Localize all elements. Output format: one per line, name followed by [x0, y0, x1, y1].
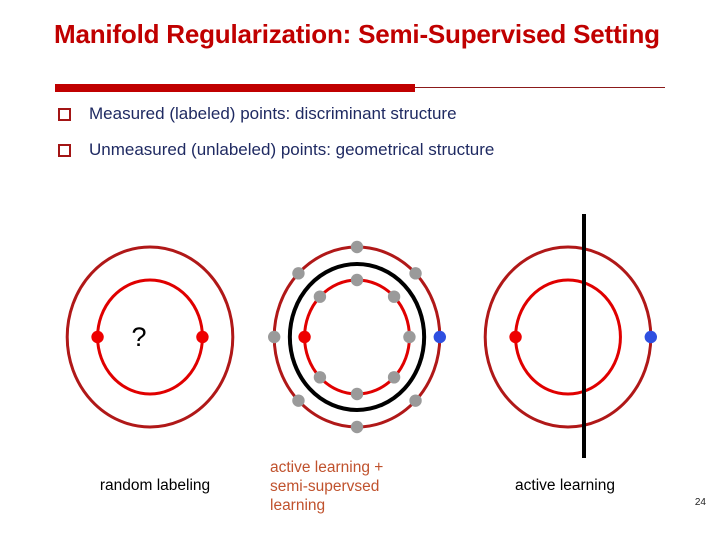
data-point-labeled-blue: [644, 330, 657, 344]
data-point-unlabeled-gray: [403, 330, 416, 344]
data-point-unlabeled-gray: [268, 330, 281, 344]
caption-line-3: learning: [270, 497, 326, 514]
panel-active-learning: [483, 214, 657, 458]
data-point-labeled-red: [196, 330, 209, 344]
page-title: Manifold Regularization: Semi-Supervised…: [54, 19, 660, 49]
data-point-unlabeled-gray: [350, 273, 364, 287]
data-point-unlabeled-gray: [350, 420, 364, 434]
panel-active-learning-plus-semi-supervised: [268, 240, 446, 434]
list-item: Unmeasured (unlabeled) points: geometric…: [58, 139, 698, 163]
page-number: 24: [694, 497, 706, 508]
data-point-unlabeled-gray: [292, 267, 305, 280]
data-point-unlabeled-gray: [387, 371, 401, 384]
data-point-unlabeled-gray: [313, 290, 327, 303]
caption-random-labeling: random labeling: [99, 477, 211, 494]
figure-area: ?: [0, 190, 720, 540]
ring-decision-boundary-black: [287, 262, 427, 412]
bullet-list: Measured (labeled) points: discriminant …: [58, 103, 698, 175]
data-point-labeled-red: [509, 330, 522, 344]
ring-inner-ring: [514, 278, 622, 396]
caption-line-1: active learning +: [270, 459, 384, 476]
data-point-unlabeled-gray: [313, 371, 327, 384]
data-point-labeled-blue: [433, 330, 446, 344]
data-point-unlabeled-gray: [387, 290, 401, 303]
square-outline-icon: [58, 144, 71, 157]
caption-line-2: semi-supervsed: [270, 478, 380, 495]
data-point-unlabeled-gray: [292, 394, 305, 407]
square-outline-icon: [58, 108, 71, 121]
ring-outer-ring: [65, 245, 235, 429]
list-item: Measured (labeled) points: discriminant …: [58, 103, 698, 127]
data-point-unlabeled-gray: [409, 267, 422, 280]
data-point-unlabeled-gray: [350, 387, 364, 401]
question-mark-label: ?: [131, 322, 146, 352]
manifold-diagram-svg: ?: [65, 214, 657, 458]
title-divider: [55, 84, 665, 93]
data-point-unlabeled-gray: [350, 240, 364, 254]
caption-active-learning: active learning: [515, 477, 615, 494]
panel-random-labeling: ?: [65, 245, 235, 429]
ring-inner-ring: [96, 278, 204, 396]
data-point-labeled-red: [91, 330, 104, 344]
data-point-unlabeled-gray: [409, 394, 422, 407]
bullet-text: Measured (labeled) points: discriminant …: [89, 104, 457, 123]
divider-thick-bar: [55, 84, 415, 92]
data-point-labeled-red: [298, 330, 311, 344]
bullet-text: Unmeasured (unlabeled) points: geometric…: [89, 140, 495, 159]
caption-active-semi-supervised: active learning + semi-supervsed learnin…: [270, 458, 465, 515]
